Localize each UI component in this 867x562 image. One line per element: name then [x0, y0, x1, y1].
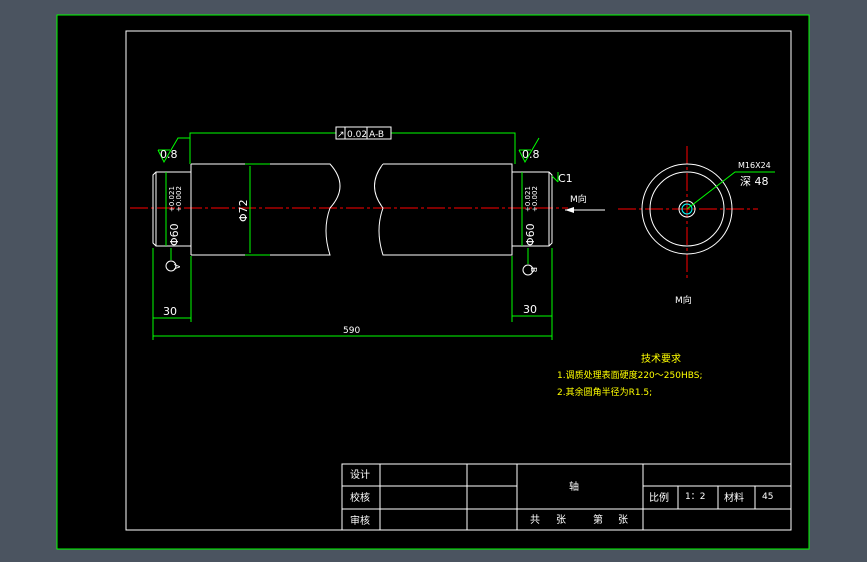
tb-material-label: 材料 — [724, 491, 744, 504]
datum-b-circle — [522, 264, 534, 276]
left-tol-lower: +0.002 — [175, 186, 183, 212]
body-dia-label: Φ72 — [237, 199, 250, 222]
roughness-right-symbol — [518, 137, 540, 164]
section-outer-circle — [641, 163, 733, 255]
tb-sheet-total-prefix: 共 — [530, 514, 540, 526]
m-direction-label: M向 — [570, 193, 587, 205]
runout-datum: A-B — [369, 130, 384, 140]
tb-part-name: 轴 — [569, 480, 579, 493]
section-view-caption: M向 — [675, 294, 692, 306]
dim-overall-length: 590 — [343, 326, 360, 336]
roughness-right-value: 0.8 — [522, 148, 540, 161]
sheet-border — [56, 14, 810, 550]
m-arrow-head — [565, 207, 574, 213]
tb-material-value: 45 — [762, 492, 773, 502]
roughness-left-value: 0.8 — [160, 148, 178, 161]
left-tol-upper: +0.021 — [168, 186, 176, 212]
thread-hole-outer — [678, 200, 696, 218]
thread-leader — [686, 171, 775, 210]
dim-left-30: 30 — [163, 305, 177, 318]
runout-value: 0.02 — [347, 130, 367, 140]
right-journal-dia-label: Φ60 — [524, 223, 537, 246]
datum-b-label: B — [529, 267, 538, 273]
chamfer-leader — [551, 175, 559, 183]
thread-depth: 深 48 — [740, 175, 769, 188]
left-journal — [152, 171, 191, 247]
datum-a-label: A — [172, 264, 181, 270]
tb-sheet-total-suffix: 张 — [556, 514, 566, 526]
dim-right-30: 30 — [523, 303, 537, 316]
right-tol-upper: +0.021 — [524, 186, 532, 212]
runout-symbol: ↗ — [337, 130, 345, 140]
title-block — [341, 463, 792, 531]
roughness-left-symbol — [157, 137, 190, 164]
thread-hole-inner — [681, 203, 693, 215]
tech-req-item-2: 2.其余圆角半径为R1.5; — [557, 386, 652, 398]
tb-sheet-index-suffix: 张 — [618, 514, 628, 526]
body-right-break — [374, 163, 513, 256]
runout-leader-right — [391, 132, 516, 164]
runout-leader-left — [189, 132, 336, 164]
tb-design-label: 设计 — [350, 468, 370, 481]
tb-check-label: 校核 — [350, 491, 370, 504]
tb-scale-value: 1：2 — [685, 492, 705, 502]
body-left-break — [191, 163, 341, 256]
right-journal — [512, 171, 553, 247]
section-inner-circle — [649, 171, 725, 247]
runout-frame — [335, 126, 392, 140]
datum-a-circle — [165, 260, 177, 272]
thread-spec: M16X24 — [738, 161, 771, 170]
tech-req-heading: 技术要求 — [641, 352, 681, 365]
chamfer-label: C1 — [558, 172, 573, 185]
tech-req-item-1: 1.调质处理表面硬度220～250HBS; — [557, 369, 702, 381]
tb-scale-label: 比例 — [649, 491, 669, 504]
left-journal-dia-label: Φ60 — [168, 223, 181, 246]
tb-review-label: 审核 — [350, 514, 370, 527]
right-tol-lower: +0.002 — [531, 186, 539, 212]
tb-sheet-index-prefix: 第 — [593, 513, 603, 526]
